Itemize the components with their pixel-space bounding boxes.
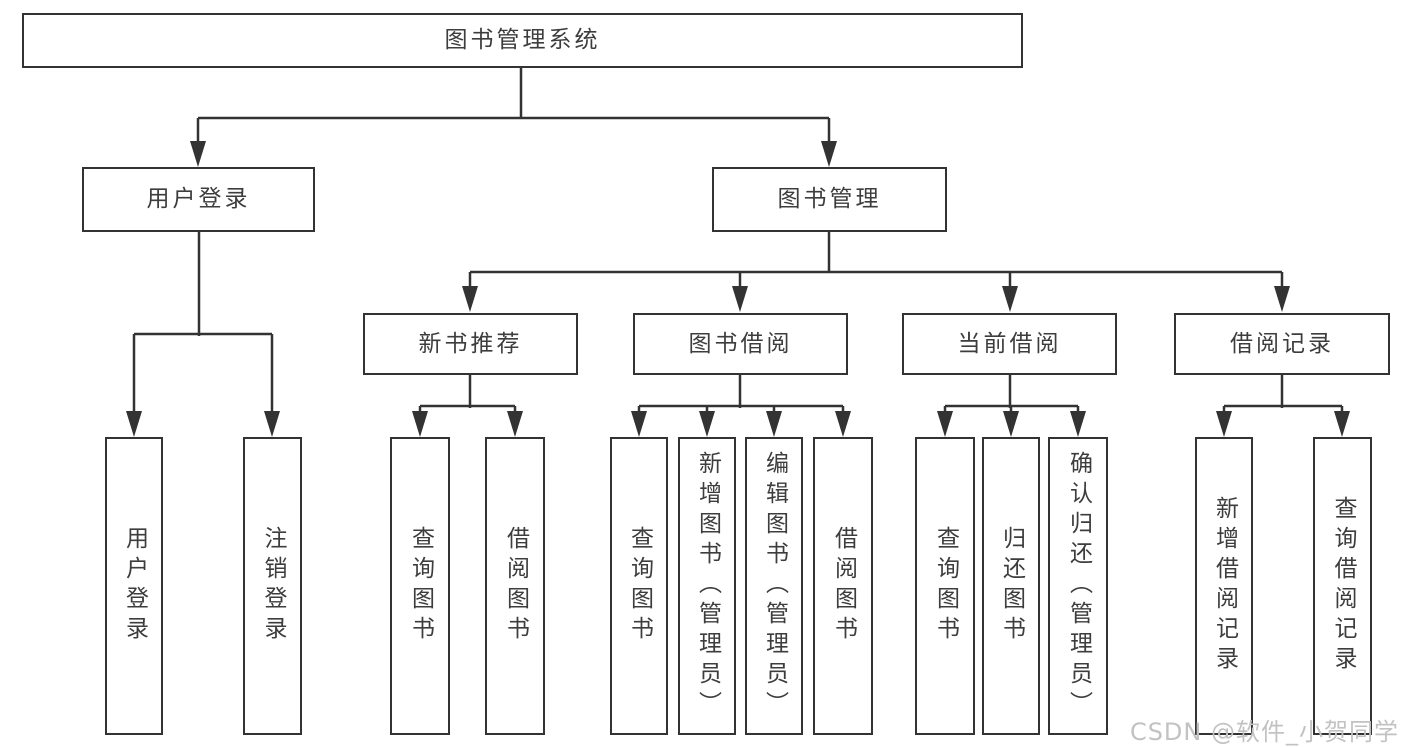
node-new-book-recommend-label: 新书推荐 (418, 330, 523, 357)
node-borrow-records: 借阅记录 (1174, 313, 1390, 375)
leaf-add-borrow-record-label: 新增借阅记录 (1211, 496, 1238, 676)
leaf-query-borrow-record: 查询借阅记录 (1313, 437, 1372, 735)
leaf-query-books-borrow-label: 查询图书 (626, 526, 653, 646)
node-current-borrow-label: 当前借阅 (957, 330, 1062, 357)
node-root: 图书管理系统 (22, 13, 1023, 68)
leaf-borrow-books-recommend-label: 借阅图书 (502, 526, 529, 646)
node-new-book-recommend: 新书推荐 (363, 313, 578, 375)
node-borrow-records-label: 借阅记录 (1230, 330, 1334, 357)
leaf-add-borrow-record: 新增借阅记录 (1195, 437, 1253, 735)
node-book-borrow-label: 图书借阅 (688, 330, 793, 357)
leaf-borrow-books-2: 借阅图书 (813, 437, 873, 735)
leaf-confirm-return-admin-label: 确认归还（管理员） (1065, 451, 1092, 721)
leaf-confirm-return-admin: 确认归还（管理员） (1048, 437, 1108, 735)
leaf-logout: 注销登录 (243, 437, 302, 735)
leaf-borrow-books-recommend: 借阅图书 (485, 437, 545, 735)
leaf-edit-book-admin-label: 编辑图书（管理员） (761, 451, 788, 721)
leaf-borrow-books-2-label: 借阅图书 (830, 526, 857, 646)
leaf-edit-book-admin: 编辑图书（管理员） (745, 437, 803, 735)
leaf-query-books-current-label: 查询图书 (932, 526, 959, 646)
node-user-login-label: 用户登录 (146, 186, 251, 212)
node-book-management-label: 图书管理 (777, 186, 882, 212)
leaf-query-borrow-record-label: 查询借阅记录 (1330, 496, 1356, 676)
leaf-add-book-admin: 新增图书（管理员） (678, 437, 736, 735)
arrowhead-icons (126, 141, 1350, 437)
leaf-return-book-label: 归还图书 (998, 526, 1025, 646)
node-root-label: 图书管理系统 (444, 27, 601, 53)
leaf-logout-label: 注销登录 (260, 526, 286, 646)
leaf-query-books-recommend: 查询图书 (390, 437, 450, 735)
leaf-query-books-current: 查询图书 (915, 437, 975, 735)
leaf-add-book-admin-label: 新增图书（管理员） (694, 451, 721, 721)
watermark: CSDN @软件_小贺同学 (1129, 718, 1399, 746)
leaf-return-book: 归还图书 (982, 437, 1040, 735)
node-current-borrow: 当前借阅 (902, 313, 1117, 375)
node-book-borrow: 图书借阅 (633, 313, 848, 375)
leaf-user-login: 用户登录 (105, 437, 163, 735)
leaf-query-books-borrow: 查询图书 (610, 437, 668, 735)
leaf-user-login-label: 用户登录 (121, 526, 148, 646)
leaf-query-books-recommend-label: 查询图书 (407, 526, 434, 646)
node-book-management: 图书管理 (712, 167, 947, 232)
node-user-login: 用户登录 (82, 167, 315, 232)
